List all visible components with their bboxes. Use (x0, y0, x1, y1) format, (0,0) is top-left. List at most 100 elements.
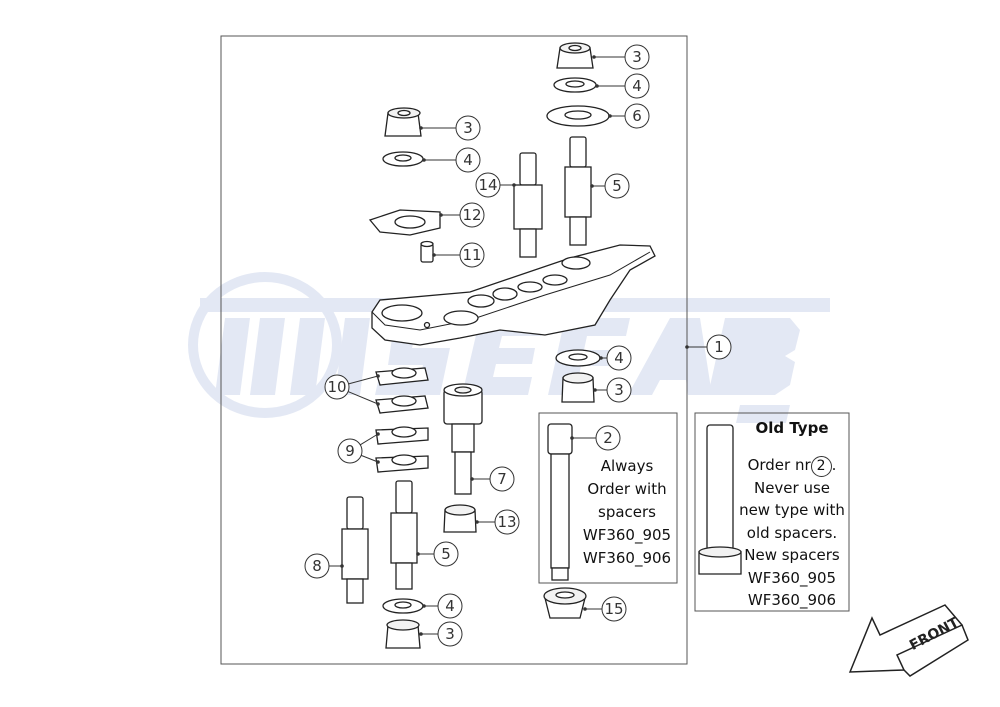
callout-number: 9 (345, 442, 355, 460)
callout-circle (433, 541, 459, 567)
part-4-washer-bottom (382, 598, 424, 614)
callout-3: 3 (593, 377, 632, 403)
callout-circle (494, 509, 520, 535)
leader-line (347, 391, 379, 405)
callout-number: 3 (445, 625, 455, 643)
callout-circle (601, 596, 627, 622)
leader-arrowhead (608, 114, 612, 118)
order-suffix: . (831, 455, 837, 474)
note-line: Never use (753, 478, 831, 497)
leader-arrowhead (432, 253, 436, 257)
callout-circle (459, 202, 485, 228)
callout-circle (606, 345, 632, 371)
part-3-nut-mid (561, 372, 595, 403)
callout-circle (624, 73, 650, 99)
callout-3: 3 (419, 621, 463, 647)
callout-number: 10 (327, 378, 346, 396)
callout-number: 15 (604, 600, 623, 618)
callout-number: 11 (462, 246, 481, 264)
callout-number: 13 (497, 513, 516, 531)
leader-arrowhead (416, 552, 420, 556)
note-line: New spacers (744, 546, 840, 564)
callout-number: 12 (462, 206, 481, 224)
new-type-note: Always Order with spacers WF360_905 WF36… (577, 455, 677, 570)
callout-circle (489, 466, 515, 492)
callout-number: 3 (632, 48, 642, 66)
callout-circle (624, 103, 650, 129)
callout-number: 4 (463, 151, 473, 169)
callout-number: 5 (612, 177, 622, 195)
leader-arrowhead (595, 84, 599, 88)
note-line: WF360_906 (747, 591, 837, 609)
callout-circle (324, 374, 350, 400)
leader-arrowhead (570, 436, 574, 440)
callout-7: 7 (470, 466, 515, 492)
part-3-nut-top-left (384, 107, 422, 137)
callout-circle (455, 147, 481, 173)
note-line: WF360_905 (747, 568, 837, 587)
leader-arrowhead (340, 564, 344, 568)
part-4-washer-top-left (382, 151, 424, 167)
leader-arrowhead (439, 213, 443, 217)
part-12-plate (368, 209, 441, 236)
callout-circle (459, 242, 485, 268)
callout-number: 1 (714, 338, 724, 356)
callout-number: 4 (632, 77, 642, 95)
note-line: Always (600, 457, 654, 475)
leader-arrowhead (376, 374, 380, 378)
order-prefix: Order nr (747, 455, 811, 474)
callout-5: 5 (590, 173, 630, 199)
note-line: old spacers. (746, 523, 838, 542)
leader-arrowhead (376, 432, 380, 436)
part-15-flange-nut (543, 587, 587, 619)
callout-6: 6 (608, 103, 650, 129)
part-9-spacers (375, 426, 429, 473)
callout-circle (606, 377, 632, 403)
part-1-arm (371, 244, 656, 346)
part-ref-circle: 2 (810, 455, 832, 477)
old-type-bolt (698, 424, 742, 575)
callout-number: 8 (312, 557, 322, 575)
part-13-nut (443, 504, 477, 533)
part-4-washer-mid (555, 349, 601, 367)
callout-9: 9 (337, 432, 380, 464)
note-line: WF360_906 (582, 549, 672, 567)
old-type-box (694, 412, 850, 612)
leader-line (348, 375, 379, 385)
callout-circle (624, 44, 650, 70)
callout-13: 13 (475, 509, 520, 535)
leader-arrowhead (590, 184, 594, 188)
part-6-washer (546, 105, 610, 127)
callout-4: 4 (595, 73, 650, 99)
part-2-bolt-new (547, 423, 573, 581)
callout-2: 2 (570, 425, 621, 451)
old-type-title: Old Type (755, 419, 829, 437)
note-line: spacers (598, 503, 656, 521)
leader-arrowhead (593, 388, 597, 392)
callout-number: 5 (441, 545, 451, 563)
note-line: Order with (587, 480, 667, 498)
callout-number: 14 (478, 176, 497, 194)
part-3-nut-top-right (556, 42, 594, 69)
callout-circle (337, 438, 363, 464)
leader-arrowhead (419, 126, 423, 130)
front-arrow: FRONT (848, 604, 969, 677)
callout-number: 7 (497, 470, 507, 488)
leader-arrowhead (475, 520, 479, 524)
callout-circle (595, 425, 621, 451)
callout-3: 3 (592, 44, 650, 70)
callout-11: 11 (432, 242, 485, 268)
leader-arrowhead (422, 158, 426, 162)
callout-circle (304, 553, 330, 579)
part-11-bushing (420, 240, 434, 263)
leader-arrowhead (685, 345, 689, 349)
part-5-pin-top (564, 136, 592, 246)
callout-14: 14 (475, 172, 516, 198)
leader-line (360, 454, 379, 463)
callout-circle (604, 173, 630, 199)
callout-4: 4 (422, 593, 463, 619)
callout-5: 5 (416, 541, 459, 567)
new-type-box (538, 412, 678, 584)
callout-number: 3 (463, 119, 473, 137)
callout-12: 12 (439, 202, 485, 228)
